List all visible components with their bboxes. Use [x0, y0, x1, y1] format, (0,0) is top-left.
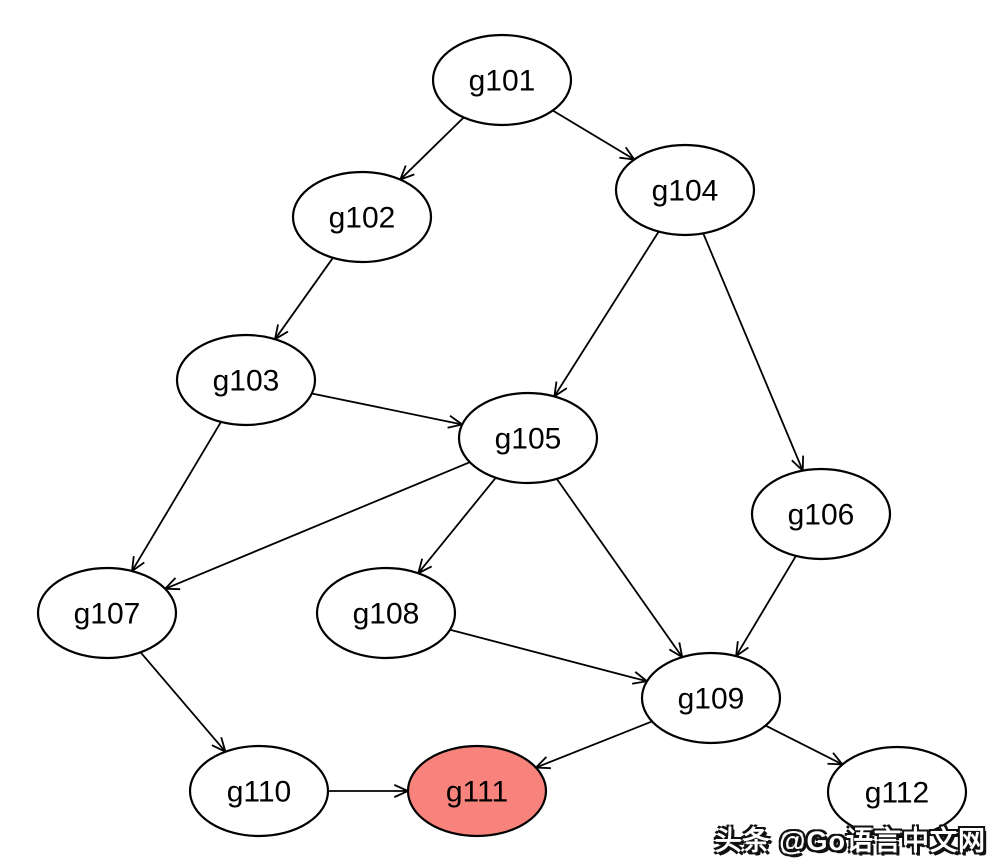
node-g109: g109 — [640, 651, 782, 745]
edge-g105-g108 — [416, 477, 497, 575]
edge-g104-g106 — [702, 233, 805, 473]
node-label-g108: g108 — [353, 598, 420, 631]
edge-g103-g105 — [311, 392, 465, 429]
edge-g106-g109 — [734, 555, 797, 658]
arrowhead-icon — [619, 146, 637, 161]
node-ellipse-g111 — [406, 744, 548, 838]
edge-line — [553, 231, 660, 397]
edge-line — [702, 233, 804, 471]
edge-g110-g111 — [328, 784, 411, 798]
node-ellipse-g110 — [188, 744, 330, 838]
edge-line — [449, 628, 648, 683]
edge-line — [417, 477, 497, 574]
node-g101: g101 — [431, 33, 573, 127]
edge-line — [274, 257, 334, 340]
node-ellipse-g104 — [614, 143, 756, 237]
node-ellipse-g108 — [315, 566, 457, 660]
node-label-g106: g106 — [788, 499, 855, 532]
edge-line — [735, 555, 797, 657]
watermark: 头条 @Go语言中文网 — [714, 826, 986, 856]
edge-line — [131, 421, 222, 572]
node-g103: g103 — [175, 333, 317, 427]
node-ellipse-g112 — [826, 745, 968, 839]
node-ellipse-g105 — [457, 391, 599, 485]
arrowhead-icon — [553, 381, 568, 399]
edge-g108-g109 — [449, 628, 650, 685]
edge-line — [399, 116, 465, 181]
node-g110: g110 — [188, 744, 330, 838]
node-g102: g102 — [291, 170, 433, 264]
node-ellipse-g109 — [640, 651, 782, 745]
edge-line — [556, 478, 683, 658]
edge-g103-g107 — [130, 421, 222, 573]
node-g104: g104 — [614, 143, 756, 237]
edge-g102-g103 — [273, 257, 334, 341]
edge-line — [552, 109, 635, 161]
node-ellipse-g107 — [36, 566, 178, 660]
node-g107: g107 — [36, 566, 178, 660]
node-label-g105: g105 — [495, 423, 562, 456]
edge-g109-g111 — [533, 720, 653, 770]
node-label-g111: g111 — [446, 776, 508, 809]
edge-line — [765, 724, 843, 766]
node-g106: g106 — [750, 467, 892, 561]
node-label-g107: g107 — [74, 598, 141, 631]
node-label-g103: g103 — [213, 365, 280, 398]
edge-g107-g110 — [139, 651, 227, 754]
edge-g105-g109 — [556, 478, 684, 659]
edge-g109-g112 — [765, 724, 845, 766]
node-g108: g108 — [315, 566, 457, 660]
node-g112: g112 — [826, 745, 968, 839]
edge-g101-g102 — [398, 116, 465, 182]
edge-g104-g105 — [553, 231, 660, 399]
node-layer: g101 g102 g103 g104 g105 g106 g107 g108 g109 g110… — [36, 33, 968, 839]
node-label-g110: g110 — [227, 776, 292, 809]
node-g111: g111 — [406, 744, 548, 838]
node-label-g112: g112 — [865, 777, 930, 810]
edge-line — [164, 461, 471, 590]
edge-layer — [130, 109, 845, 798]
node-ellipse-g106 — [750, 467, 892, 561]
node-ellipse-g103 — [175, 333, 317, 427]
node-ellipse-g102 — [291, 170, 433, 264]
edge-line — [311, 392, 463, 426]
node-ellipse-g101 — [431, 33, 573, 127]
arrowhead-icon — [734, 641, 749, 658]
node-label-g101: g101 — [469, 65, 536, 98]
edge-line — [139, 651, 227, 753]
node-label-g109: g109 — [678, 683, 745, 716]
edge-line — [535, 720, 653, 769]
arrowhead-icon — [130, 556, 145, 573]
node-label-g104: g104 — [652, 175, 719, 208]
node-g105: g105 — [457, 391, 599, 485]
edge-g101-g104 — [552, 109, 637, 161]
node-label-g102: g102 — [329, 202, 396, 235]
